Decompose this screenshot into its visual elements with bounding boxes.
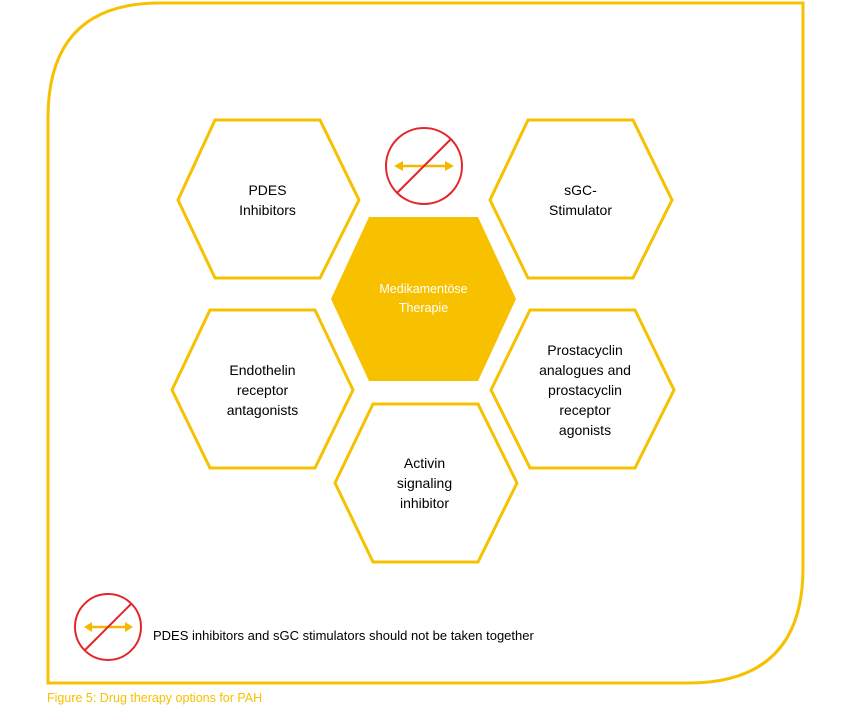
hex-center	[331, 217, 516, 381]
label-center: Medikamentöse Therapie	[379, 282, 468, 315]
hex-pde5	[176, 118, 361, 280]
figure-caption: Figure 5: Drug therapy options for PAH	[47, 691, 263, 705]
label-activin: Activin signaling inhibitor	[396, 455, 453, 511]
hex-prostacyclin	[489, 308, 676, 470]
no-combination-icon	[385, 127, 463, 205]
hex-sgc	[488, 118, 674, 280]
hex-era	[170, 308, 355, 470]
legend-no-combination-icon	[74, 593, 142, 661]
label-sgc: sGC- Stimulator	[548, 182, 613, 218]
hex-activin	[333, 402, 519, 564]
legend-text: PDES inhibitors and sGC stimulators shou…	[153, 628, 534, 643]
label-era: Endothelin receptor antagonists	[226, 362, 299, 418]
label-pde5: PDES Inhibitors	[239, 182, 296, 218]
label-prostacyclin: Prostacyclin analogues and prostacyclin …	[539, 342, 631, 438]
outer-frame	[46, 1, 805, 685]
